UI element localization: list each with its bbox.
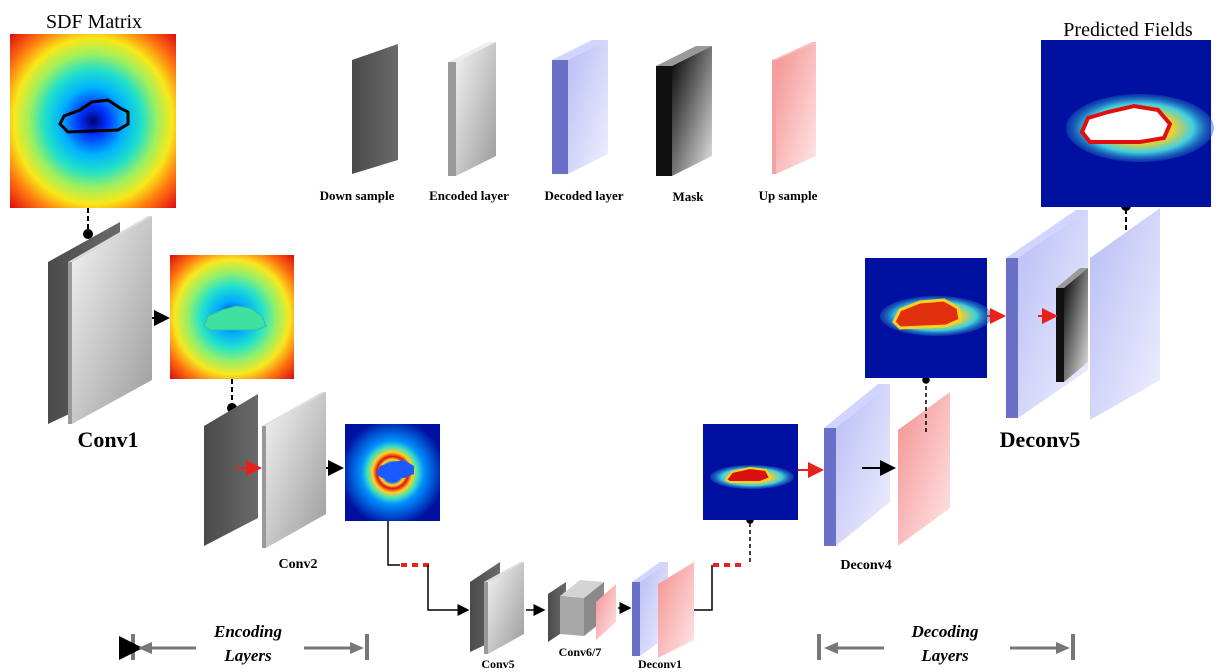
deconv4-feature-map (865, 258, 992, 378)
legend-down-sample-label: Down sample (320, 188, 395, 203)
legend-mask-label: Mask (672, 189, 704, 204)
encoding-section-label-2: Layers (223, 646, 272, 665)
conv2-feature-map (345, 424, 440, 521)
deconv1-block (632, 562, 694, 658)
decoding-section-label-2: Layers (920, 646, 969, 665)
encoding-section-label-1: Encoding (213, 622, 283, 641)
legend-up-sample-swatch (772, 42, 816, 174)
deconv4-label: Deconv4 (840, 558, 891, 573)
conv5-label: Conv5 (481, 657, 514, 671)
sdf-input-map (10, 34, 176, 208)
legend-up-sample-label: Up sample (759, 188, 818, 203)
deconv5-label: Deconv5 (1000, 427, 1081, 452)
legend-mask-swatch (656, 46, 712, 176)
conv67-label: Conv6/7 (559, 645, 602, 659)
legend-encoded-label: Encoded layer (429, 188, 509, 203)
conv67-block (548, 580, 616, 642)
input-title: SDF Matrix (46, 11, 142, 33)
output-title: Predicted Fields (1063, 19, 1193, 41)
predicted-field-map (1041, 40, 1214, 207)
deconv4-block (824, 384, 950, 546)
legend: Down sample Encoded layer Decoded layer … (320, 40, 818, 204)
conv2-block (204, 392, 326, 548)
legend-decoded-label: Decoded layer (544, 188, 623, 203)
legend-down-sample-swatch (352, 44, 398, 174)
conv2-label: Conv2 (279, 557, 318, 572)
conv1-label: Conv1 (77, 427, 138, 452)
conv1-feature-map (170, 255, 294, 379)
conv1-block (48, 216, 152, 424)
deconv1-label: Deconv1 (638, 657, 682, 671)
encoding-layers-bar (119, 634, 369, 660)
decoding-section-label-1: Decoding (910, 622, 979, 641)
deconv-feature-map-small (703, 424, 798, 520)
conv5-block (470, 562, 524, 654)
deconv5-block (1006, 208, 1160, 420)
legend-encoded-swatch (448, 42, 496, 176)
decoding-layers-bar (817, 634, 1075, 660)
legend-decoded-swatch (552, 40, 608, 174)
